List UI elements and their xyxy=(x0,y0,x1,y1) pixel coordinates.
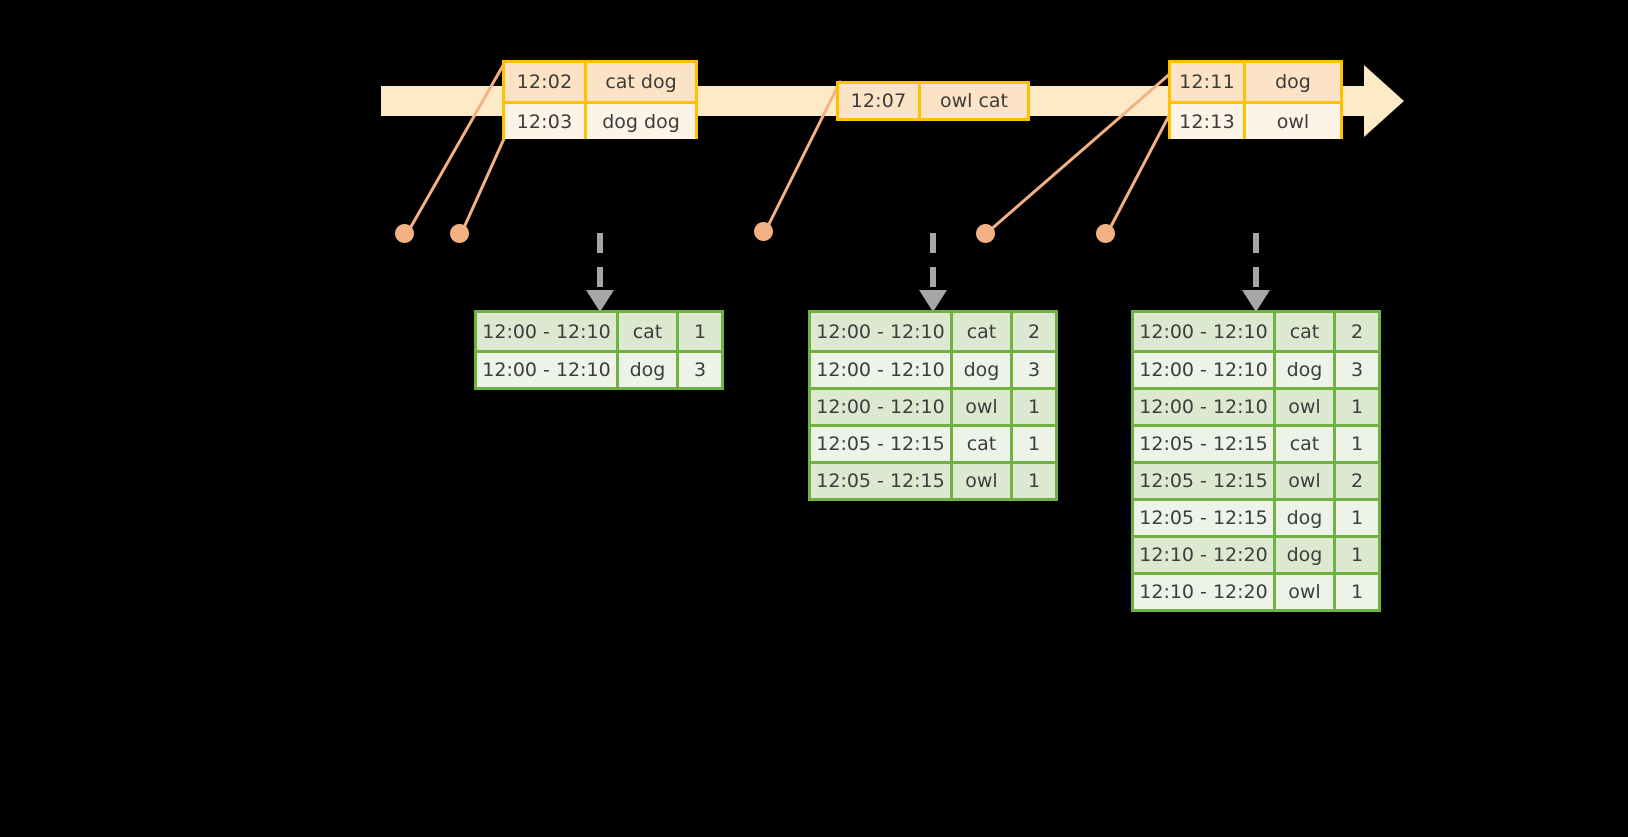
cell-word: cat xyxy=(1276,427,1336,461)
cell-word: owl xyxy=(1276,575,1336,609)
cell-count: 3 xyxy=(693,359,707,381)
cell-word: dog xyxy=(953,353,1013,387)
event-words: owl xyxy=(1276,110,1310,133)
cell-window: 12:05 - 12:15 xyxy=(811,427,953,461)
cell-word: owl xyxy=(1276,464,1336,498)
cell-window: 12:00 - 12:10 xyxy=(811,313,953,350)
cell-word: dog xyxy=(1276,501,1336,535)
cell-count: 1 xyxy=(1350,396,1364,418)
cell-window: 12:10 - 12:20 xyxy=(1134,538,1276,572)
event-row[interactable]: 12:02 cat dog xyxy=(505,63,695,101)
cell-count: 3 xyxy=(1350,359,1364,381)
event-time: 12:11 xyxy=(1171,63,1246,101)
cell-count: 1 xyxy=(1350,433,1364,455)
event-group-3[interactable]: 12:11 dog 12:13 owl xyxy=(1168,60,1343,139)
cell-window: 12:10 - 12:20 xyxy=(1134,575,1276,609)
cell-window: 12:05 - 12:15 xyxy=(1134,464,1276,498)
dashed-arrow-1 xyxy=(586,233,614,312)
cell-count: 3 xyxy=(1027,359,1041,381)
cell-word: cat xyxy=(953,427,1013,461)
event-row[interactable]: 12:03 dog dog xyxy=(505,101,695,139)
cell-window: 12:00 - 12:10 xyxy=(811,390,953,424)
dashed-arrow-3 xyxy=(1242,233,1270,312)
cell-word: dog xyxy=(619,353,679,387)
event-time: 12:02 xyxy=(505,63,587,101)
cell-count: 1 xyxy=(1350,507,1364,529)
cell-word: dog xyxy=(1276,353,1336,387)
event-time: 12:13 xyxy=(1171,104,1246,139)
event-origin-dot xyxy=(1096,224,1115,243)
cell-word: cat xyxy=(1276,313,1336,350)
dashed-arrow-2 xyxy=(919,233,947,312)
cell-word: cat xyxy=(953,313,1013,350)
cell-window: 12:00 - 12:10 xyxy=(477,313,619,350)
cell-window: 12:00 - 12:10 xyxy=(477,353,619,387)
event-row[interactable]: 12:07 owl cat xyxy=(839,84,1027,118)
event-group-2[interactable]: 12:07 owl cat xyxy=(836,81,1030,121)
cell-window: 12:05 - 12:15 xyxy=(1134,501,1276,535)
event-words: dog dog xyxy=(602,110,680,133)
event-words: owl cat xyxy=(939,90,1009,112)
event-origin-dot xyxy=(976,224,995,243)
cell-count: 2 xyxy=(1350,320,1364,343)
event-row[interactable]: 12:13 owl xyxy=(1171,101,1340,139)
cell-word: cat xyxy=(619,313,679,350)
event-words: cat dog xyxy=(605,71,677,93)
cell-count: 1 xyxy=(693,320,707,343)
event-time: 12:07 xyxy=(839,84,921,118)
cell-count: 1 xyxy=(1350,581,1364,603)
event-origin-dot xyxy=(395,224,414,243)
cell-word: dog xyxy=(1276,538,1336,572)
cell-window: 12:00 - 12:10 xyxy=(811,353,953,387)
dashed-flow-arrows xyxy=(586,233,1270,312)
cell-word: owl xyxy=(953,464,1013,498)
event-row[interactable]: 12:11 dog xyxy=(1171,63,1340,101)
event-origin-dot xyxy=(450,224,469,243)
cell-count: 2 xyxy=(1350,470,1364,492)
cell-word: owl xyxy=(1276,390,1336,424)
cell-window: 12:05 - 12:15 xyxy=(1134,427,1276,461)
cell-word: owl xyxy=(953,390,1013,424)
cell-window: 12:00 - 12:10 xyxy=(1134,313,1276,350)
cell-count: 2 xyxy=(1027,320,1041,343)
cell-count: 1 xyxy=(1027,396,1041,418)
cell-window: 12:00 - 12:10 xyxy=(1134,353,1276,387)
cell-count: 1 xyxy=(1350,544,1364,566)
cell-count: 1 xyxy=(1027,470,1041,492)
event-origin-dot xyxy=(754,222,773,241)
event-group-1[interactable]: 12:02 cat dog 12:03 dog dog xyxy=(502,60,698,139)
event-words: dog xyxy=(1275,71,1311,93)
cell-count: 1 xyxy=(1027,433,1041,455)
cell-window: 12:00 - 12:10 xyxy=(1134,390,1276,424)
event-time: 12:03 xyxy=(505,104,587,139)
cell-window: 12:05 - 12:15 xyxy=(811,464,953,498)
